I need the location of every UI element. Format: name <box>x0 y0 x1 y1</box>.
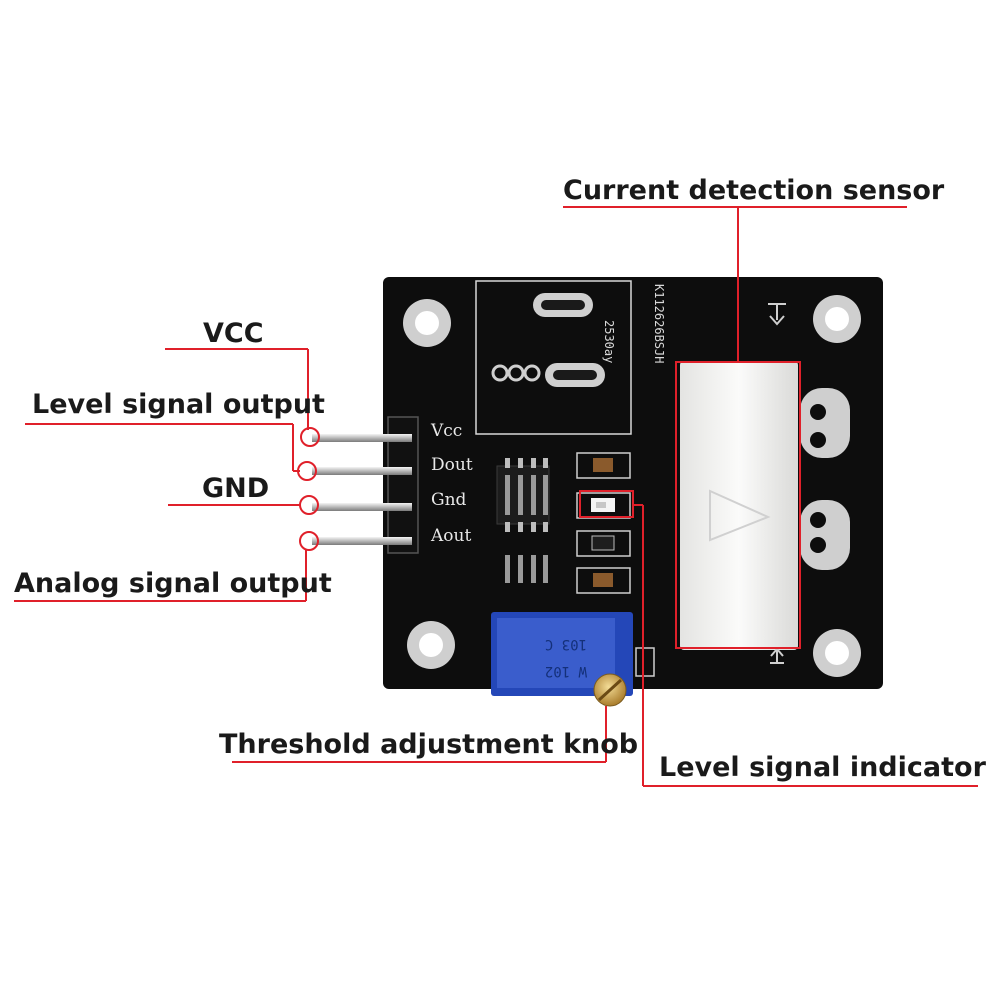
coil-pads <box>491 364 541 382</box>
serial-marking: K112626BSJH <box>652 284 666 363</box>
callout-lines <box>14 206 978 787</box>
header-pin-aout <box>312 537 412 545</box>
mounting-hole-bottom-right <box>813 629 861 677</box>
mounting-hole-bottom-left <box>407 621 455 669</box>
smd-resistor <box>576 530 631 557</box>
pin-label-dout: Dout <box>431 455 473 475</box>
pot-marking-top: 103 C <box>545 636 587 652</box>
ic-chip <box>496 458 550 532</box>
label-analog-signal-output: Analog signal output <box>14 568 332 599</box>
header-pin-gnd <box>312 503 412 511</box>
callout-marker-vcc <box>300 427 320 447</box>
threshold-knob-screw[interactable] <box>593 673 627 707</box>
current-sensor-body <box>680 361 798 650</box>
potentiometer: 103 C W 102 <box>491 612 655 696</box>
pot-marking-bottom: W 102 <box>545 663 587 679</box>
mounting-hole-top-right <box>813 295 861 343</box>
callout-marker-gnd <box>299 495 319 515</box>
header-pin-vcc <box>312 434 412 442</box>
pin-label-gnd: Gnd <box>431 490 467 510</box>
label-gnd: GND <box>202 473 269 504</box>
sensor-pad-upper <box>800 388 850 458</box>
sensor-arrow-mark <box>709 489 771 542</box>
label-vcc: VCC <box>203 318 264 349</box>
smd-capacitor-bottom <box>576 567 631 594</box>
pin-label-aout: Aout <box>430 526 471 546</box>
label-level-signal-output: Level signal output <box>32 389 325 420</box>
ic-footprint-lower <box>505 555 548 583</box>
callout-marker-dout <box>297 461 317 481</box>
coil-outline <box>475 280 632 435</box>
header-pin-dout <box>312 467 412 475</box>
mounting-hole-top-left <box>403 299 451 347</box>
label-threshold-adjustment-knob: Threshold adjustment knob <box>219 729 638 760</box>
direction-arrow-top <box>768 303 786 326</box>
callout-marker-aout <box>299 531 319 551</box>
sensor-pad-lower <box>800 500 850 570</box>
coil-marking: 2530ay <box>602 320 616 363</box>
label-level-signal-indicator: Level signal indicator <box>659 752 987 783</box>
pin-label-vcc: Vcc <box>430 421 462 441</box>
label-current-detection-sensor: Current detection sensor <box>563 175 945 206</box>
smd-capacitor-top <box>576 452 631 479</box>
